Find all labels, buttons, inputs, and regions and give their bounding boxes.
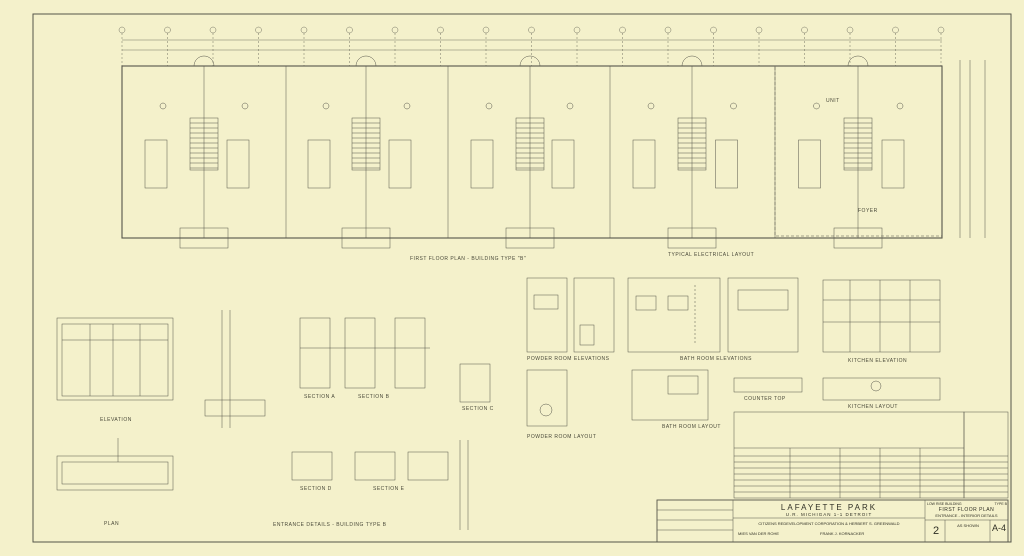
grid-bubble <box>573 26 581 34</box>
grid-bubble <box>846 26 854 34</box>
plan-caption: PLAN <box>104 521 120 527</box>
entrance-vestibule <box>341 227 391 249</box>
grid-bubble <box>118 26 126 34</box>
drawing-number: 2 <box>932 525 940 537</box>
door-swing <box>355 55 377 67</box>
counter-top-caption: COUNTER TOP <box>744 396 786 402</box>
grid-bubble <box>937 26 945 34</box>
architect-name: MIES VAN DER ROHE <box>738 531 780 536</box>
section-e-caption: SECTION E <box>373 486 405 492</box>
grid-bubble <box>300 26 308 34</box>
building-label: LOW RISE BUILDING <box>927 502 962 506</box>
stair <box>189 117 219 171</box>
grid-bubble <box>164 26 171 34</box>
section-d-caption: SECTION D <box>300 486 332 492</box>
sheet-title-1: FIRST FLOOR PLAN <box>938 507 995 513</box>
unit-number-bubble <box>322 102 330 110</box>
grid-bubble <box>391 26 399 34</box>
sheet-number: A-4 <box>991 523 1006 533</box>
section-c-caption: SECTION C <box>462 406 494 412</box>
door-swing <box>519 55 541 67</box>
bath-core <box>388 139 412 189</box>
unit-number-bubble <box>730 102 737 110</box>
bath-room-elevations-caption: BATH ROOM ELEVATIONS <box>680 356 752 362</box>
entrance-details-caption: ENTRANCE DETAILS - BUILDING TYPE B <box>273 522 387 528</box>
grid-bubble <box>346 26 353 34</box>
entrance-vestibule <box>667 227 717 249</box>
unit-number-bubble <box>566 102 574 110</box>
door-swing <box>847 55 869 67</box>
grid-bubble <box>482 26 490 34</box>
unit-number-bubble <box>485 102 493 110</box>
foyer-label: FOYER <box>858 208 878 214</box>
powder-room-layout-caption: POWDER ROOM LAYOUT <box>527 434 597 440</box>
bath-core <box>470 139 494 189</box>
scale-value: AS SHOWN <box>957 523 979 528</box>
entrance-vestibule <box>179 227 229 249</box>
grid-bubble <box>528 26 535 34</box>
grid-bubble <box>255 26 262 34</box>
elevation-caption: ELEVATION <box>100 417 132 423</box>
unit-number-bubble <box>647 102 655 110</box>
kitchen-elevation-caption: KITCHEN ELEVATION <box>848 358 908 364</box>
grid-bubble <box>619 26 626 34</box>
client-name: CITIZENS REDEVELOPMENT CORPORATION & HER… <box>758 521 900 526</box>
engineer-name: FRANK J. KORNACKER <box>820 531 865 536</box>
entrance-vestibule <box>505 227 555 249</box>
bath-core <box>881 139 905 189</box>
grid-bubble <box>710 26 717 34</box>
grid-bubble <box>664 26 672 34</box>
unit-number-bubble <box>813 102 820 110</box>
section-b-caption: SECTION B <box>358 394 390 400</box>
electrical-layout-caption: TYPICAL ELECTRICAL LAYOUT <box>668 252 755 258</box>
grid-bubble <box>437 26 444 34</box>
bath-core <box>798 139 821 189</box>
unit-number-bubble <box>241 102 249 110</box>
bath-core <box>307 139 331 189</box>
project-location: U.R. MICHIGAN 1-1 DETROIT <box>785 512 873 517</box>
stair <box>515 117 545 171</box>
stair <box>843 117 873 171</box>
bath-core <box>144 139 168 189</box>
sheet-title-2: ENTRANCE - INTERIOR DETAILS <box>935 513 998 518</box>
type-label: TYPE B <box>994 502 1007 506</box>
unit-label: UNIT <box>826 98 840 104</box>
bath-room-layout-caption: BATH ROOM LAYOUT <box>662 424 721 430</box>
bath-core <box>226 139 250 189</box>
grid-bubble <box>801 26 808 34</box>
unit-number-bubble <box>896 102 904 110</box>
stair <box>677 117 707 171</box>
bath-core <box>551 139 575 189</box>
stair <box>351 117 381 171</box>
entrance-vestibule <box>833 227 883 249</box>
grid-bubble <box>892 26 899 34</box>
first-floor-plan-caption: FIRST FLOOR PLAN - BUILDING TYPE "B" <box>410 256 527 262</box>
bath-core <box>632 139 656 189</box>
bath-core <box>715 139 738 189</box>
unit-number-bubble <box>159 102 167 110</box>
kitchen-layout-caption: KITCHEN LAYOUT <box>848 404 898 410</box>
unit-number-bubble <box>403 102 411 110</box>
grid-bubble <box>755 26 763 34</box>
project-title: LAFAYETTE PARK <box>780 503 878 512</box>
door-swing <box>681 55 703 67</box>
powder-room-elevations-caption: POWDER ROOM ELEVATIONS <box>527 356 610 362</box>
grid-bubble <box>209 26 217 34</box>
door-swing <box>193 55 215 67</box>
section-a-caption: SECTION A <box>304 394 336 400</box>
